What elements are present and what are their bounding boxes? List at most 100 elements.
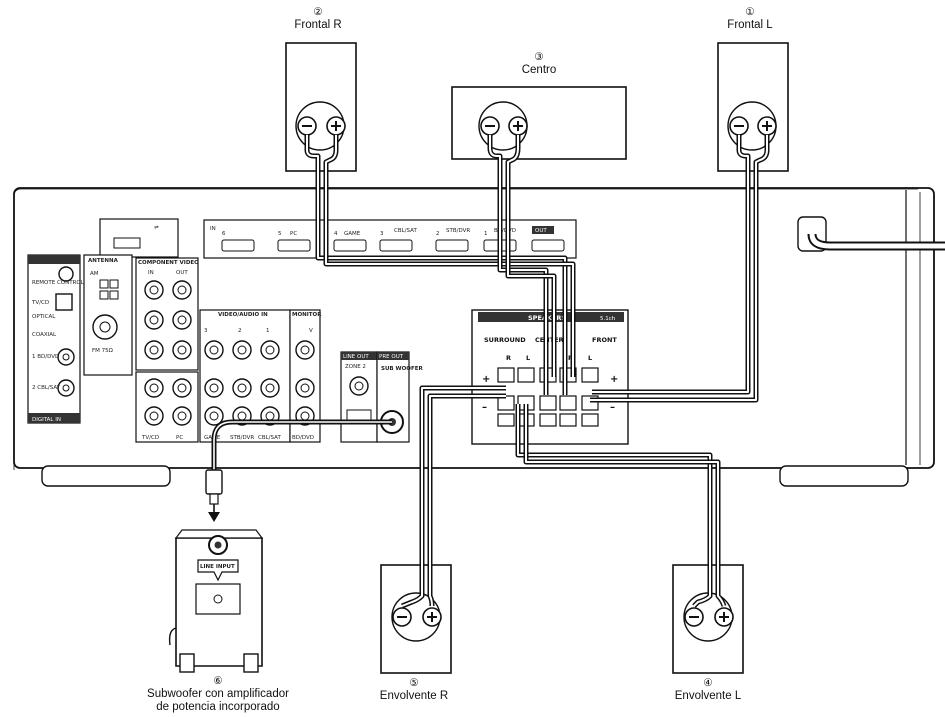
surround-label: SURROUND bbox=[484, 336, 526, 344]
hdmi-out-badge bbox=[532, 226, 554, 234]
term-l: L bbox=[526, 354, 530, 362]
plus-sign: + bbox=[610, 374, 618, 385]
va-num: 1 bbox=[266, 328, 270, 334]
hdmi-panel: IN OUT 6 5 4 3 2 1 PC GAME CBL/SAT STB/D… bbox=[203, 219, 577, 259]
component-video-panel: COMPONENT VIDEO IN OUT bbox=[135, 257, 199, 371]
optical-label: OPTICAL bbox=[32, 314, 56, 320]
hdmi-num: 6 bbox=[222, 231, 226, 237]
label-front-r: ② Frontal R bbox=[294, 6, 341, 32]
channel-tag: 5.1ch bbox=[600, 316, 616, 322]
va-in-label: VIDEO/AUDIO IN bbox=[218, 312, 268, 318]
comp-out: OUT bbox=[176, 270, 188, 276]
audio-label: BD/DVD bbox=[292, 435, 314, 441]
label-subwoofer: ⑥ Subwoofer con amplificador de potencia… bbox=[147, 675, 289, 714]
subwoofer-name-line1: Subwoofer con amplificador bbox=[147, 688, 289, 700]
remote-jack bbox=[58, 266, 74, 282]
dig-label: 2 CBL/SAT bbox=[32, 385, 61, 391]
dig-label: TV/CD bbox=[31, 300, 49, 306]
audio-label: TV/CD bbox=[141, 435, 159, 441]
audio-label: STB/DVR bbox=[230, 435, 254, 441]
subwoofer-power-cord bbox=[168, 627, 177, 646]
va-num: 3 bbox=[204, 328, 208, 334]
hdmi-sub: CBL/SAT bbox=[394, 228, 417, 234]
center-name: Centro bbox=[521, 64, 557, 76]
hdmi-num: 1 bbox=[484, 231, 488, 237]
speaker-terminals: SPEAKERS 5.1ch SURROUND CENTER FRONT R L… bbox=[471, 309, 629, 445]
subwoofer-number: ⑥ bbox=[213, 675, 223, 687]
speaker-cables bbox=[304, 135, 770, 609]
hdmi-in-2 bbox=[435, 239, 469, 252]
speaker-front-r bbox=[285, 42, 357, 172]
front-r-number: ② bbox=[313, 6, 323, 18]
hdmi-num: 5 bbox=[278, 231, 282, 237]
hdmi-sub: BD/DVD bbox=[494, 228, 516, 234]
label-front-l: ① Frontal L bbox=[727, 6, 772, 32]
hdmi-sub: STB/DVR bbox=[446, 228, 470, 234]
hdmi-in-3 bbox=[379, 239, 413, 252]
hdmi-sub: PC bbox=[290, 231, 297, 237]
remote-label: REMOTE CONTROL bbox=[32, 280, 85, 286]
term-l: L bbox=[588, 354, 592, 362]
speaker-surround-r bbox=[380, 564, 452, 674]
center-label: CENTER bbox=[535, 336, 564, 344]
hdmi-in-6 bbox=[221, 239, 255, 252]
audio-in-lower: TV/CD PC bbox=[135, 371, 199, 443]
minus-sign: – bbox=[610, 402, 615, 413]
hdmi-sub: GAME bbox=[344, 231, 361, 237]
hdmi-in-5 bbox=[277, 239, 311, 252]
dig-label: 1 BD/DVD bbox=[32, 354, 59, 360]
hdmi-out-label: OUT bbox=[535, 228, 547, 234]
subwoofer-name-line2: de potencia incorporado bbox=[156, 701, 280, 713]
power-cord bbox=[797, 216, 945, 252]
label-center: ③ Centro bbox=[522, 51, 557, 77]
optical-jack bbox=[55, 293, 73, 311]
speaker-front-l bbox=[717, 42, 789, 172]
surround-l-name: Envolvente L bbox=[674, 690, 742, 702]
subwoofer-out-label: SUB WOOFER bbox=[381, 366, 423, 372]
hdmi-num: 3 bbox=[380, 231, 384, 237]
component-label: COMPONENT VIDEO bbox=[138, 260, 199, 266]
am-label: AM bbox=[90, 271, 99, 277]
speaker-center bbox=[451, 86, 627, 160]
label-surround-r: ⑤ Envolvente R bbox=[380, 677, 448, 703]
fm-digital-panel: REMOTE CONTROL OPTICAL TV/CD COAXIAL 1 B… bbox=[27, 254, 85, 424]
line-input-label: LINE INPUT bbox=[200, 564, 235, 570]
fm-label: FM 75Ω bbox=[92, 348, 113, 354]
label-surround-l: ④ Envolvente L bbox=[675, 677, 742, 703]
pre-out-label: PRE OUT bbox=[379, 354, 404, 360]
term-r: R bbox=[506, 354, 511, 362]
hdmi-num: 2 bbox=[436, 231, 440, 237]
hdmi-in-4 bbox=[333, 239, 367, 252]
antenna-panel: ANTENNA AM FM 75Ω bbox=[83, 254, 133, 376]
surround-r-name: Envolvente R bbox=[379, 690, 449, 702]
comp-in: IN bbox=[148, 270, 154, 276]
front-r-name: Frontal R bbox=[294, 19, 342, 31]
surround-r-number: ⑤ bbox=[409, 677, 419, 689]
line-out-label: LINE OUT bbox=[343, 354, 369, 360]
audio-label: CBL/SAT bbox=[258, 435, 281, 441]
digital-in-label: DIGITAL IN bbox=[32, 417, 61, 423]
foot-left bbox=[41, 465, 171, 487]
hdmi-in-label: IN bbox=[210, 226, 216, 232]
front-label: FRONT bbox=[592, 336, 617, 344]
audio-label: PC bbox=[176, 435, 183, 441]
usb-icon: ⇌ bbox=[154, 225, 159, 231]
plus-sign: + bbox=[482, 374, 490, 385]
subwoofer-cable bbox=[205, 419, 392, 522]
surround-l-number: ④ bbox=[703, 677, 713, 689]
zone2-label: ZONE 2 bbox=[345, 364, 366, 370]
coaxial-label: COAXIAL bbox=[32, 332, 57, 338]
arrow-down-icon bbox=[208, 512, 220, 522]
hdmi-num: 4 bbox=[334, 231, 338, 237]
monitor-v: V bbox=[309, 328, 313, 334]
va-num: 2 bbox=[238, 328, 242, 334]
center-number: ③ bbox=[534, 51, 544, 63]
rca-plug bbox=[205, 469, 223, 495]
minus-sign: – bbox=[482, 402, 487, 413]
hdmi-out bbox=[531, 239, 565, 252]
antenna-label: ANTENNA bbox=[88, 258, 119, 264]
front-l-name: Frontal L bbox=[727, 19, 773, 31]
foot-right bbox=[779, 465, 909, 487]
